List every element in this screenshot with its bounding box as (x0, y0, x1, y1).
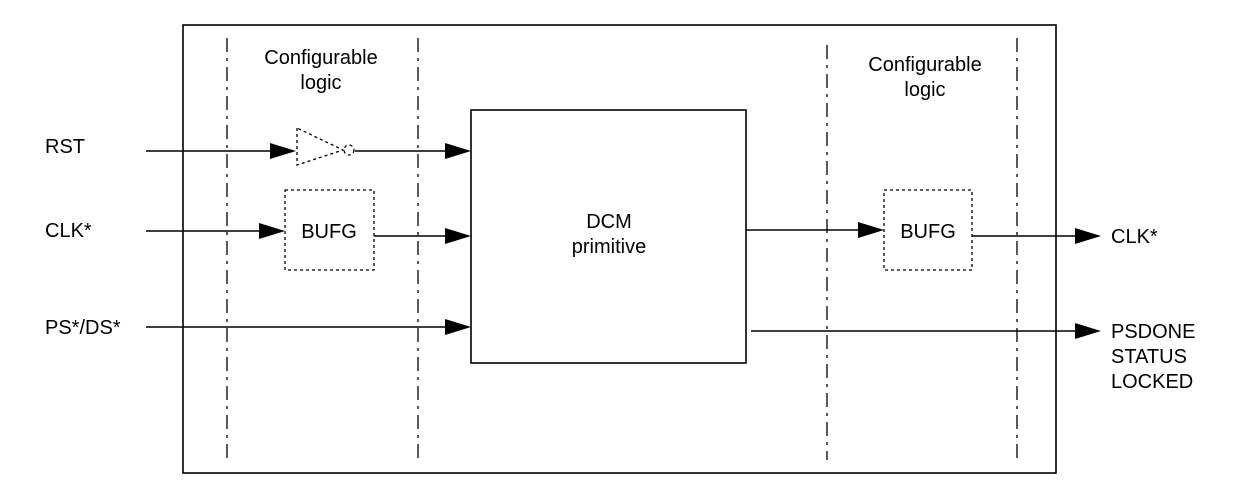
clk-out-arrow-icon (1075, 228, 1101, 244)
output-label-clk: CLK* (1111, 226, 1158, 248)
output-label-status: STATUS (1111, 346, 1187, 368)
status-out-arrow-icon (1075, 323, 1101, 339)
config-logic-left-line1: Configurable (264, 47, 377, 69)
bufg-input-block (284, 189, 375, 271)
config-logic-right-line2: logic (904, 79, 945, 101)
clk-arrow-bufg-icon (259, 223, 285, 239)
outer-boundary (182, 24, 1057, 474)
clk-arrow-dcm-icon (445, 228, 471, 244)
config-logic-right-line1: Configurable (868, 54, 981, 76)
output-label-psdone: PSDONE (1111, 321, 1195, 343)
dcm-label-line2: primitive (572, 236, 646, 258)
input-label-clk: CLK* (45, 220, 92, 242)
input-label-rst: RST (45, 136, 85, 158)
dcm-label-line1: DCM (586, 211, 632, 233)
ps-ds-arrow-dcm-icon (445, 319, 471, 335)
dcm-primitive-block (470, 109, 747, 364)
dcm-arrow-bufg-icon (858, 222, 884, 238)
bufg-output-label: BUFG (900, 221, 956, 243)
rst-arrow-in-icon (270, 143, 296, 159)
rst-inverter-icon (296, 126, 355, 166)
input-label-ps-ds: PS*/DS* (45, 317, 121, 339)
output-label-locked: LOCKED (1111, 371, 1193, 393)
rst-arrow-dcm-icon (445, 143, 471, 159)
config-logic-left-line2: logic (300, 72, 341, 94)
bufg-input-label: BUFG (301, 221, 357, 243)
